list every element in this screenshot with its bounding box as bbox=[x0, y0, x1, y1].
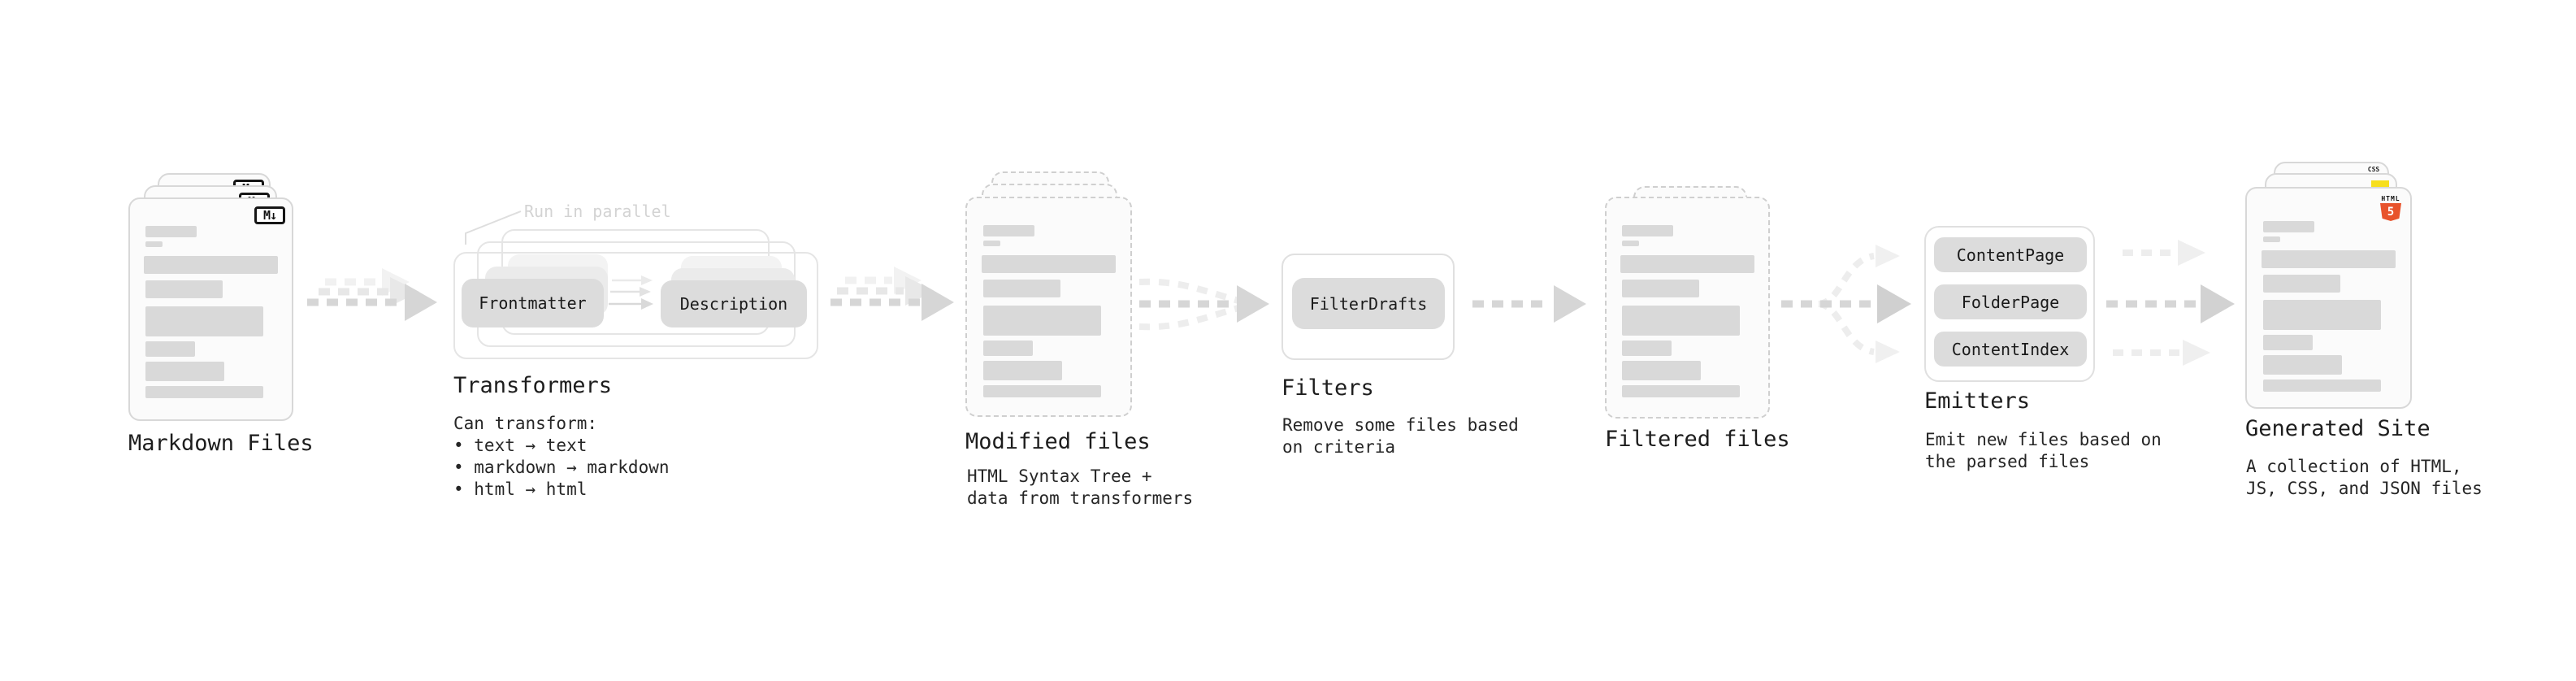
skeleton-line bbox=[1622, 306, 1740, 336]
stage-desc-emitters: Emit new files based on the parsed files bbox=[1925, 430, 2162, 471]
skeleton-line bbox=[983, 280, 1060, 297]
emitter-contentindex: ContentIndex bbox=[1934, 332, 2087, 367]
skeleton-line bbox=[145, 280, 223, 298]
stage-title-transformers: Transformers bbox=[453, 373, 613, 398]
transformer-description: Description bbox=[661, 280, 807, 327]
run-in-parallel-note: Run in parallel bbox=[524, 202, 671, 221]
html5-icon-shield: 5 bbox=[2380, 203, 2401, 221]
skeleton-line bbox=[2263, 380, 2381, 392]
skeleton-line bbox=[2262, 250, 2396, 268]
stage-title-emitters: Emitters bbox=[1924, 388, 2031, 414]
skeleton-line bbox=[2263, 275, 2340, 293]
skeleton-line bbox=[982, 255, 1116, 273]
stage-desc-transformers: Can transform: • text → text • markdown … bbox=[453, 414, 670, 499]
document-card-front: HTML 5 bbox=[2245, 187, 2412, 409]
skeleton-line bbox=[983, 225, 1034, 236]
skeleton-line bbox=[983, 385, 1101, 397]
stage-desc-generated: A collection of HTML, JS, CSS, and JSON … bbox=[2246, 457, 2483, 498]
run-in-parallel-connector bbox=[465, 210, 522, 245]
skeleton-line bbox=[145, 226, 197, 237]
skeleton-line bbox=[2263, 335, 2313, 350]
transformer-frontmatter: Frontmatter bbox=[462, 279, 604, 327]
emitter-contentpage: ContentPage bbox=[1934, 237, 2087, 272]
skeleton-line bbox=[1622, 340, 1672, 356]
skeleton-line bbox=[1620, 255, 1754, 273]
stage-desc-modified: HTML Syntax Tree + data from transformer… bbox=[967, 466, 1194, 508]
skeleton-line bbox=[2263, 355, 2342, 375]
document-card-front: M↓ bbox=[128, 197, 293, 421]
skeleton-line bbox=[2263, 300, 2381, 330]
skeleton-line bbox=[145, 386, 263, 398]
document-card-front bbox=[965, 197, 1132, 417]
arrow-main bbox=[830, 284, 954, 321]
transformer-layer-front bbox=[453, 252, 818, 359]
skeleton-line bbox=[983, 361, 1062, 380]
skeleton-line bbox=[983, 306, 1101, 336]
stage-title-modified: Modified files bbox=[965, 429, 1151, 454]
stage-title-filters: Filters bbox=[1281, 375, 1374, 401]
skeleton-line bbox=[145, 341, 195, 357]
stage-title-markdown: Markdown Files bbox=[128, 431, 314, 456]
document-card-front bbox=[1605, 197, 1770, 419]
filter-filterdrafts: FilterDrafts bbox=[1292, 278, 1445, 329]
skeleton-line bbox=[983, 241, 1000, 246]
skeleton-line bbox=[1622, 361, 1701, 380]
html5-icon-number: 5 bbox=[2387, 206, 2395, 219]
html5-icon-label: HTML bbox=[2381, 195, 2400, 202]
skeleton-line bbox=[145, 241, 163, 247]
arrow-modified-to-filters bbox=[1138, 278, 1269, 331]
html5-icon: HTML 5 bbox=[2379, 195, 2402, 221]
stage-title-filtered: Filtered files bbox=[1605, 427, 1790, 452]
emitter-folderpage: FolderPage bbox=[1934, 284, 2087, 319]
stage-desc-filters: Remove some files based on criteria bbox=[1282, 415, 1519, 457]
skeleton-line bbox=[1622, 385, 1740, 397]
arrow-markdown-to-transformers bbox=[307, 268, 437, 321]
skeleton-line bbox=[145, 362, 224, 381]
arrow-transformers-to-modified bbox=[830, 267, 954, 321]
skeleton-line bbox=[1622, 241, 1639, 246]
arrow-filters-to-filtered bbox=[1472, 285, 1586, 323]
skeleton-line bbox=[1622, 225, 1673, 236]
skeleton-line bbox=[2263, 236, 2280, 242]
arrow-emitters-to-generated bbox=[2106, 240, 2235, 366]
stage-title-generated: Generated Site bbox=[2245, 416, 2431, 441]
markdown-icon: M↓ bbox=[254, 206, 285, 224]
css-icon-label: CSS bbox=[2367, 166, 2380, 173]
arrow-filtered-to-emitters bbox=[1781, 245, 1911, 363]
arrow-main bbox=[307, 284, 437, 321]
arrow-ghost bbox=[837, 276, 935, 306]
skeleton-line bbox=[145, 306, 263, 336]
skeleton-line bbox=[2263, 221, 2314, 232]
skeleton-line bbox=[144, 256, 278, 274]
transformer-parallel-arrows bbox=[609, 275, 653, 310]
skeleton-line bbox=[1622, 280, 1699, 297]
skeleton-line bbox=[983, 340, 1033, 356]
